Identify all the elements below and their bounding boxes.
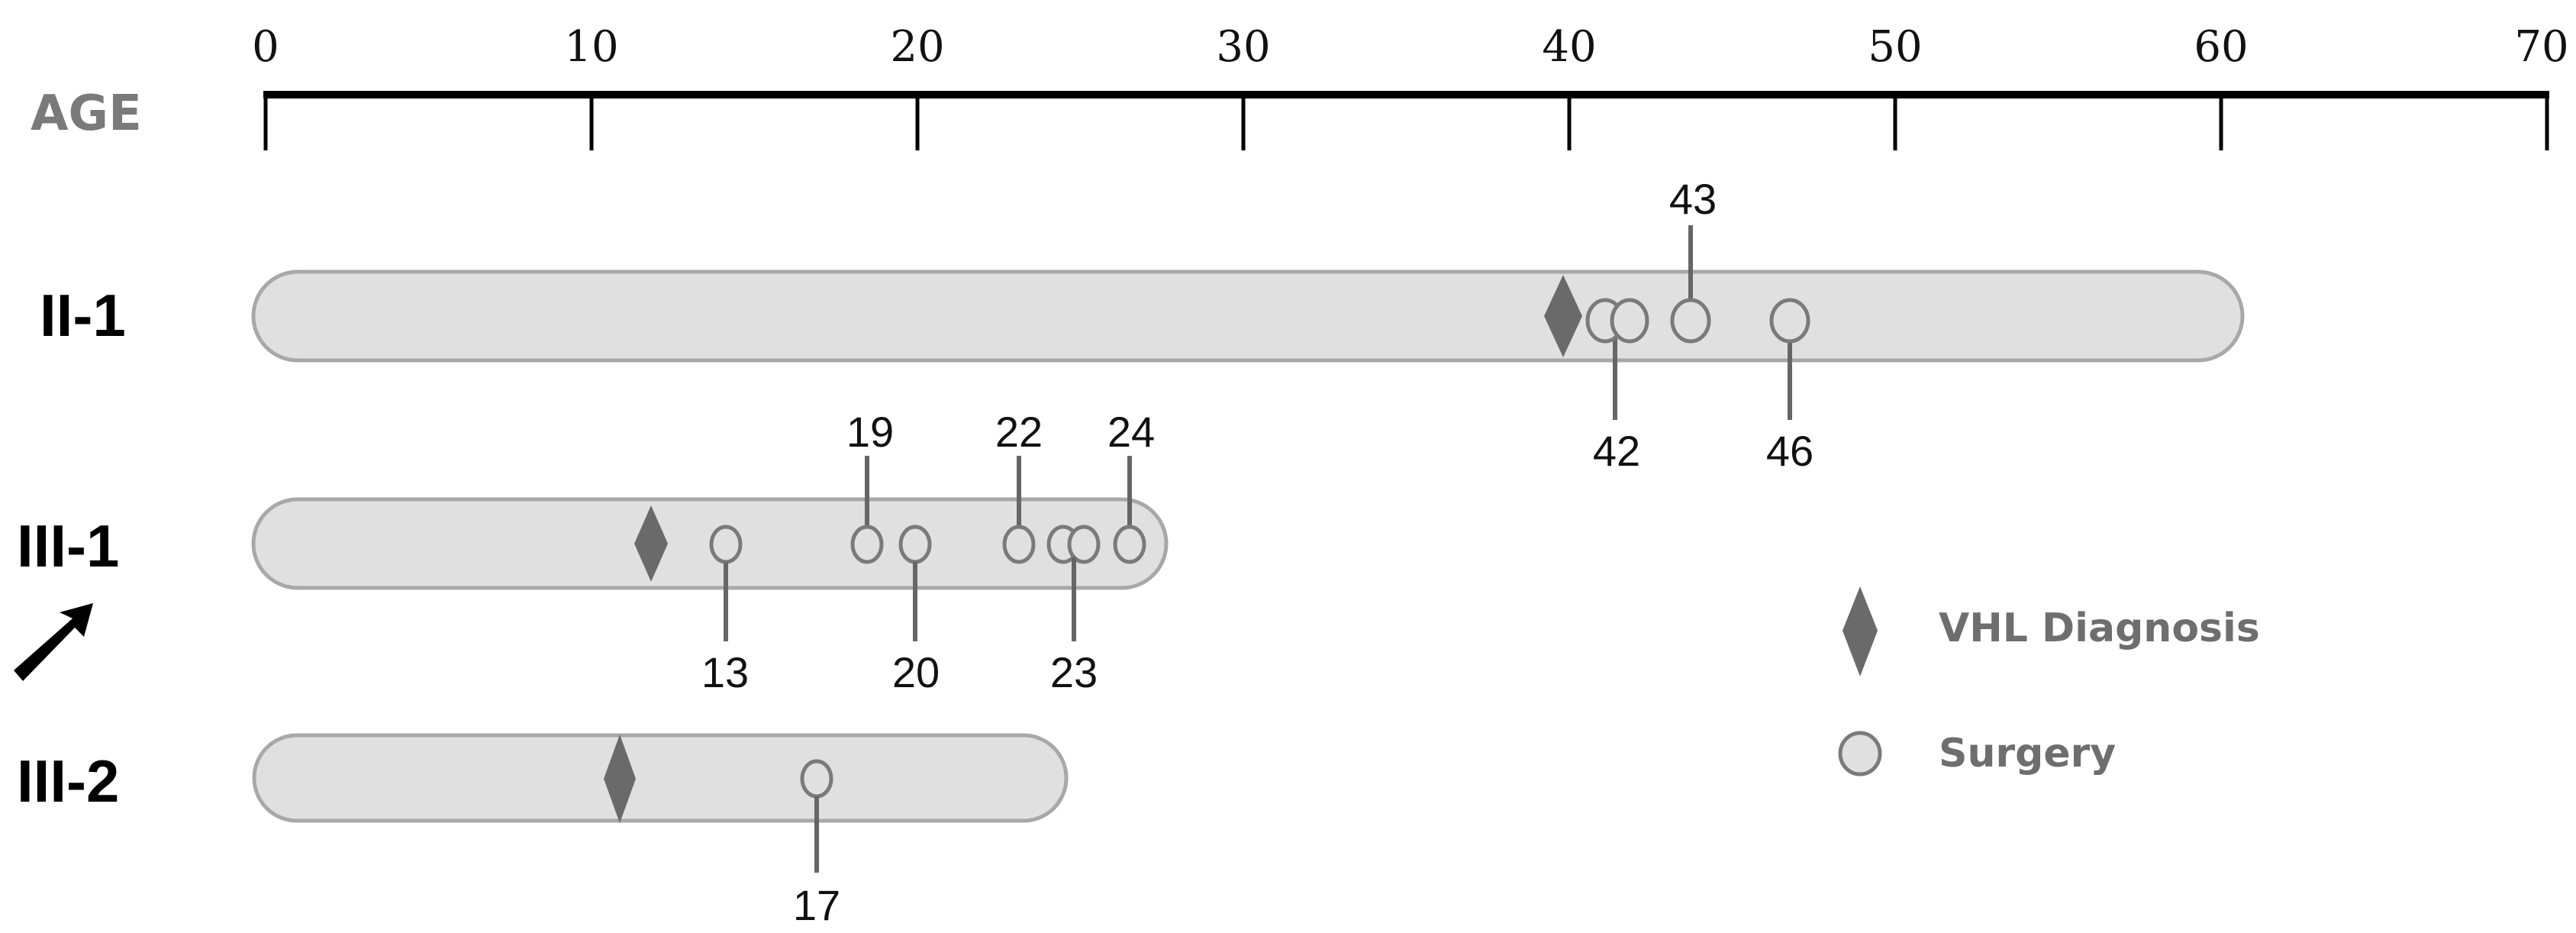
tick-label: 10 [564,22,618,72]
surgery-age-label: 42 [1593,427,1640,475]
surgery-age-label: 19 [846,408,894,456]
surgery-circle-icon [1769,298,1810,344]
surgery-circle-icon [800,759,833,799]
row-label: III-1 [17,512,119,579]
diagnosis-diamond-icon [634,505,668,582]
tick-label: 30 [1216,22,1270,72]
surgery-age-label: 43 [1669,175,1717,223]
surgery-age-label: 17 [793,881,840,929]
surgery-circle-icon [1670,298,1711,344]
legend: VHL Diagnosis Surgery [1838,586,2260,776]
tick-label: 40 [1542,22,1596,72]
tick-label: 0 [252,22,279,72]
surgery-circle-icon [1113,525,1146,564]
lifespan-bar [252,733,1069,823]
surgery-circle-icon [1067,525,1101,564]
surgery-age-label: 24 [1107,408,1155,456]
lifespan-bar [251,270,2245,363]
surgery-circle-icon [898,525,932,564]
surgery-age-label: 20 [892,648,940,696]
surgery-age-label: 13 [701,648,749,696]
surgery-circle-icon [709,525,743,564]
axis-ticks [263,95,2549,150]
row-label: III-2 [17,747,119,815]
axis-tick-labels: 0 10 20 30 40 50 60 70 [252,22,2568,72]
legend-diamond-icon [1843,586,1878,676]
legend-label-surgery: Surgery [1939,731,2116,776]
surgery-circle-icon [1610,298,1649,344]
legend-label-diagnosis: VHL Diagnosis [1939,605,2260,651]
tick-label: 60 [2194,22,2248,72]
row-label: II-1 [40,282,126,349]
row-III-2: III-2 17 [17,733,1069,929]
age-axis: AGE 0 10 20 30 40 50 60 70 [31,22,2569,150]
tick-label: 50 [1868,22,1922,72]
tick-label: 70 [2514,22,2568,72]
surgery-age-label: 23 [1050,648,1098,696]
row-II-1: II-1 42 43 46 [40,175,2245,475]
proband-arrow-icon [14,603,93,681]
diagnosis-diamond-icon [1544,275,1582,357]
legend-circle-icon [1838,731,1882,776]
row-III-1: III-1 13 19 20 22 23 24 [14,408,1169,696]
diagnosis-diamond-icon [604,734,636,823]
surgery-circle-icon [1002,525,1036,564]
tick-label: 20 [890,22,944,72]
axis-label: AGE [31,86,142,142]
surgery-age-label: 22 [995,408,1043,456]
surgery-circle-icon [850,525,884,564]
surgery-age-label: 46 [1766,427,1814,475]
